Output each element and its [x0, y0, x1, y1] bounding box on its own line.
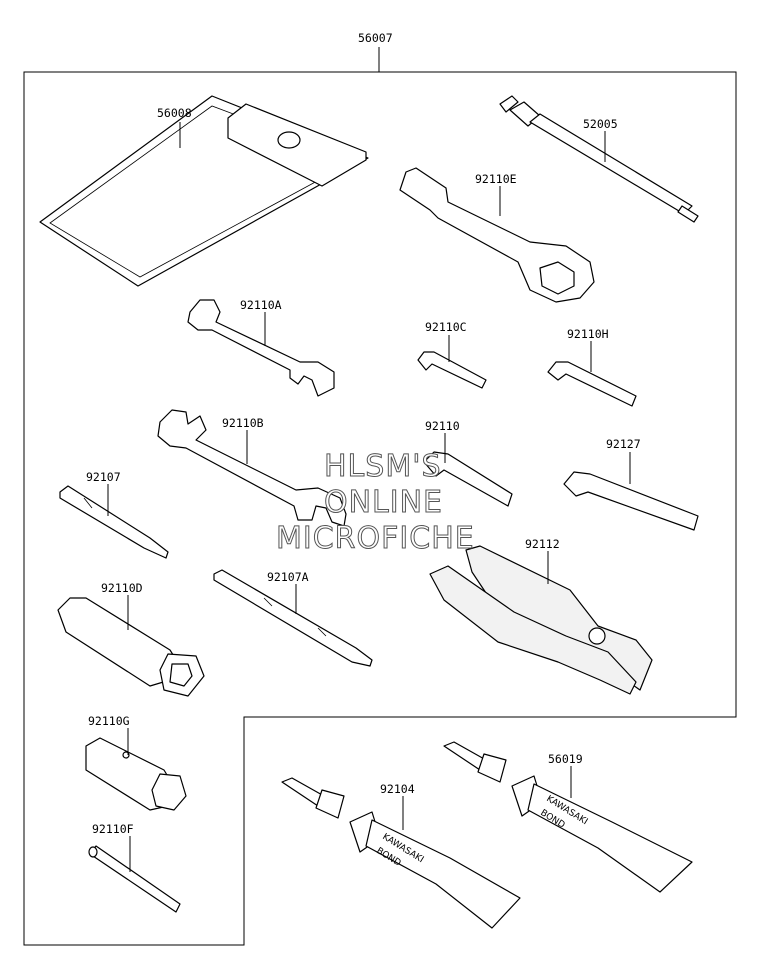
tommy-bar [88, 845, 181, 913]
label-pliers: 92112 [525, 537, 560, 551]
label-box-g: 92110G [88, 714, 130, 728]
label-ring-wrench: 92110E [475, 172, 517, 186]
label-driver: 92107 [86, 470, 121, 484]
pressure-gauge [499, 95, 699, 223]
label-pouch: 56008 [157, 106, 192, 120]
pliers [429, 545, 653, 695]
driver-bit [59, 485, 169, 559]
label-gauge: 52005 [583, 117, 618, 131]
label-hex: 92110 [425, 419, 460, 433]
open-wrench-b [157, 409, 347, 527]
label-kit: 56007 [358, 31, 393, 45]
label-hex-h: 92110H [567, 327, 609, 341]
tool-pouch [39, 95, 369, 287]
box-spanner-g [85, 737, 187, 811]
hex-key-c [417, 351, 487, 389]
watermark-line-3: MICROFICHE [276, 521, 475, 556]
kit-frame [23, 71, 737, 946]
label-bond-1: 92104 [380, 782, 415, 796]
bond-tube-1: KAWASAKI BOND [281, 777, 521, 929]
label-bar-f: 92110F [92, 822, 134, 836]
open-wrench-a [187, 299, 335, 397]
watermark-line-2: ONLINE [324, 485, 443, 520]
label-hex-large: 92127 [606, 437, 641, 451]
label-hex-c: 92110C [425, 320, 467, 334]
label-wrench-a: 92110A [240, 298, 282, 312]
label-bond-2: 56019 [548, 752, 583, 766]
hex-key [423, 451, 513, 507]
label-box-d: 92110D [101, 581, 143, 595]
driver-a [213, 569, 373, 667]
ring-wrench [399, 167, 595, 303]
hex-key-large [563, 471, 699, 531]
label-driver-a: 92107A [267, 570, 309, 584]
hex-key-h [547, 361, 637, 407]
label-wrench-b: 92110B [222, 416, 264, 430]
watermark-line-1: HLSM'S [324, 449, 442, 484]
box-spanner-d [57, 597, 205, 697]
